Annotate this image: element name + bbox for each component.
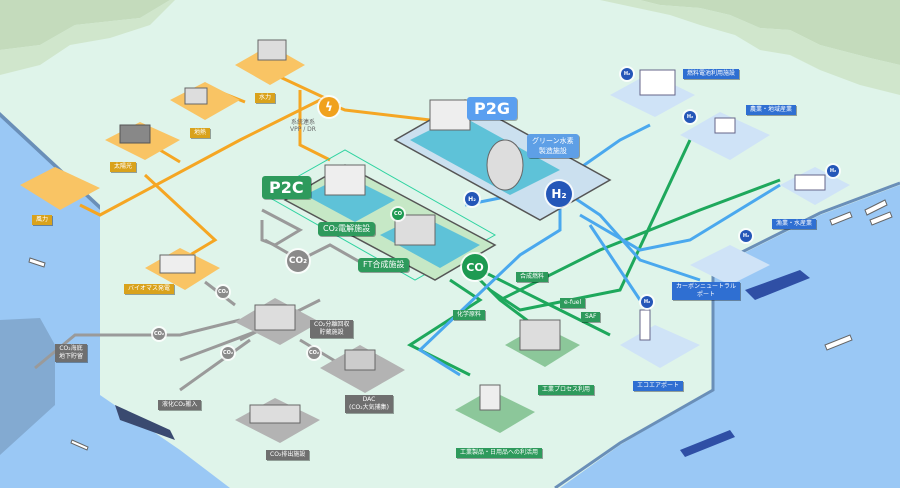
co2-badge-dac: CO₂: [308, 347, 320, 359]
label-products: 工業製品・日用品への利活用: [456, 448, 543, 458]
co2-badge-main: CO₂: [287, 250, 309, 272]
label-hydro: 水力: [255, 93, 276, 103]
label-efuel: e-fuel: [560, 298, 586, 308]
p2c-tag: P2C: [262, 176, 311, 199]
boat-4: [28, 257, 46, 268]
co-badge-main: CO: [462, 254, 488, 280]
green-platforms: [455, 325, 580, 433]
grid-label: 系統連系 VPP / DR: [290, 119, 316, 133]
co2-badge-import: CO₂: [222, 347, 234, 359]
label-agriculture: 農業・地域産業: [746, 105, 797, 115]
co2-badge-biomass: CO₂: [217, 286, 229, 298]
green-hydrogen-line1: グリーン水素: [532, 137, 574, 145]
co2-badge-storage: CO₂: [153, 328, 165, 340]
fishing-boat: [824, 334, 853, 351]
h2-badge-port: H₂: [740, 230, 752, 242]
label-dac: DAC (CO₂大気捕集): [345, 395, 393, 413]
p2g-pool: [410, 115, 560, 195]
label-geothermal: 地熱: [190, 128, 211, 138]
mountain-right-outer: [600, 0, 900, 95]
p2c-outline: [263, 149, 497, 281]
mountain-left-outer: [0, 0, 175, 75]
h2-badge-agriculture: H₂: [684, 111, 696, 123]
green-hydrogen-line2: 製造施設: [538, 147, 567, 155]
dac-line1: DAC: [362, 396, 376, 403]
mountain-right: [600, 0, 900, 65]
label-synthetic-fuel: 合成燃料: [516, 272, 549, 282]
co2-storage-zone: [0, 318, 55, 455]
co2-storage-line2: 地下貯留: [59, 353, 84, 360]
label-fuel-cell: 燃料電池利用施設: [683, 69, 740, 79]
port-line2: ポート: [697, 291, 716, 298]
lng-ship: [115, 405, 175, 440]
cargo-ship: [745, 270, 810, 300]
boat-3: [829, 211, 853, 226]
label-co2-emission: CO₂排出施設: [266, 450, 310, 460]
h2-badge-fuel-cell: H₂: [621, 68, 633, 80]
label-ft-synthesis: FT合成施設: [358, 258, 410, 272]
grid-label-line1: 系統連系: [290, 119, 315, 126]
lightning-icon: ϟ: [319, 97, 339, 117]
co-lines: [406, 139, 781, 377]
label-co2-import: 液化CO₂搬入: [158, 400, 202, 410]
h2-badge-main: H₂: [546, 181, 572, 207]
mountain-left: [0, 0, 170, 50]
label-co2-storage: CO₂海底 地下貯留: [55, 344, 88, 362]
label-biomass: バイオマス発電: [124, 284, 175, 294]
co2-capture-line1: CO₂分離回収: [314, 321, 350, 328]
sea-right: [560, 185, 900, 488]
grid-label-line2: VPP / DR: [290, 126, 316, 133]
label-co2-capture: CO₂分離回収 貯蔵施設: [310, 320, 354, 338]
label-co2-electrolysis: CO₂電解施設: [318, 222, 376, 236]
h2-badge-airport: H₂: [641, 296, 653, 308]
label-port: カーボンニュートラル ポート: [672, 282, 741, 300]
dac-line2: (CO₂大気捕集): [349, 404, 389, 411]
label-wind: 風力: [32, 215, 53, 225]
ships: [28, 199, 893, 457]
p2g-tag: P2G: [467, 97, 517, 120]
label-fishery: 漁業・水産業: [772, 219, 817, 229]
buildings: [119, 39, 826, 424]
port-line1: カーボンニュートラル: [676, 283, 737, 290]
label-saf: SAF: [581, 312, 601, 322]
boat-1: [864, 199, 888, 216]
boat-2: [869, 211, 893, 226]
co2-storage-line1: CO₂海底: [59, 345, 83, 352]
label-airport: エコエアポート: [633, 381, 684, 391]
h2-badge-small: H₂: [465, 192, 479, 206]
boat-5: [70, 439, 89, 451]
co2-capture-line2: 貯蔵施設: [319, 329, 344, 336]
label-green-hydrogen: グリーン水素 製造施設: [527, 134, 579, 158]
label-chemical: 化学原料: [453, 310, 486, 320]
h2-lines: [417, 123, 781, 377]
cargo-ship-2: [680, 430, 735, 457]
co-badge-small: CO: [392, 208, 404, 220]
label-industrial-process: 工業プロセス利用: [538, 385, 595, 395]
label-solar: 太陽光: [110, 162, 137, 172]
h2-badge-fishery: H₂: [827, 165, 839, 177]
